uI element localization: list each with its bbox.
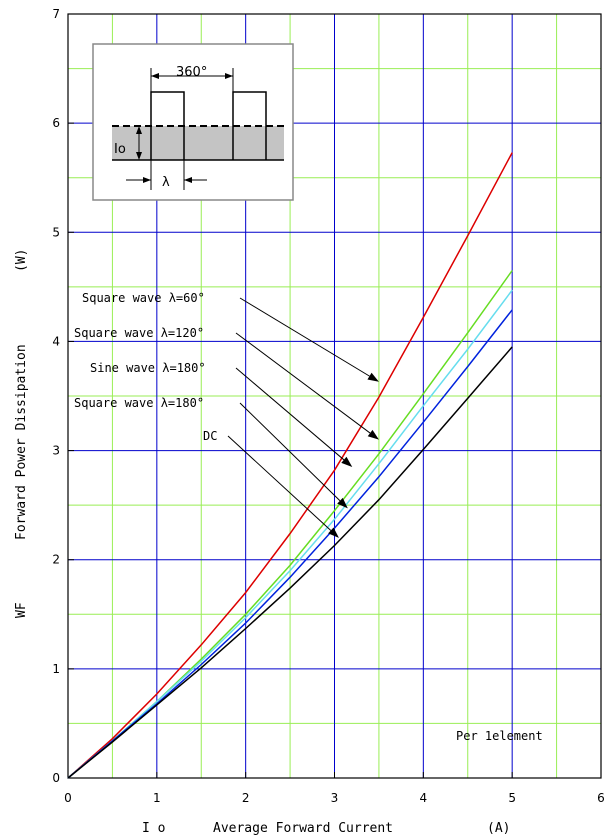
x-tick-label: 6: [597, 791, 605, 805]
y-tick-label: 0: [52, 771, 60, 785]
annotation-arrows: [227, 297, 379, 538]
x-tick-label: 1: [153, 791, 161, 805]
annotation-square-180: Square wave λ=180°: [74, 396, 204, 410]
waveform-inset: 360° Io λ: [92, 43, 294, 201]
annotation-square-120: Square wave λ=120°: [74, 326, 204, 340]
y-axis-unit: (W): [14, 249, 29, 272]
y-tick-label: 4: [52, 334, 60, 348]
annotation-arrowhead: [367, 429, 379, 440]
annotation-arrow-line: [235, 332, 371, 434]
annotation-square-60: Square wave λ=60°: [82, 291, 205, 305]
inset-level-arrowheads: [136, 126, 142, 160]
y-tick-label: 7: [52, 7, 60, 21]
inset-level-label: Io: [114, 142, 126, 157]
x-tick-label: 2: [242, 791, 250, 805]
y-tick-label: 5: [52, 225, 60, 239]
annotation-arrow-line: [239, 297, 370, 377]
series-line-5: [67, 346, 513, 779]
annotation-arrowhead: [337, 497, 348, 509]
inset-pulse-1: [150, 91, 185, 160]
y-tick-label: 6: [52, 116, 60, 130]
annotation-arrowhead: [328, 527, 339, 538]
inset-frame: [92, 43, 294, 201]
x-tick-label: 4: [420, 791, 428, 805]
series-line-1: [67, 152, 513, 779]
annotation-sine-180: Sine wave λ=180°: [90, 361, 206, 375]
y-axis-symbol: WF: [14, 602, 29, 618]
inset-pulse-2: [232, 91, 267, 160]
y-axis-title: Forward Power Dissipation: [14, 344, 29, 540]
x-tick-label: 5: [508, 791, 516, 805]
x-axis-title: Average Forward Current: [213, 821, 393, 836]
series-line-3: [67, 289, 513, 779]
series-line-4: [67, 309, 513, 779]
series-lines: [67, 152, 513, 779]
series-annotations: Square wave λ=60° Square wave λ=120° Sin…: [74, 291, 217, 443]
x-tick-label: 0: [64, 791, 72, 805]
annotation-arrow-line: [227, 435, 332, 531]
y-tick-label: 1: [52, 662, 60, 676]
x-axis-symbol: I o: [142, 821, 165, 836]
annotation-arrow-line: [239, 402, 341, 502]
annotation-dc: DC: [203, 429, 217, 443]
x-axis-unit: (A): [487, 821, 510, 836]
y-tick-label: 2: [52, 553, 60, 567]
inset-period-label: 360°: [176, 65, 207, 80]
annotation-arrowhead: [341, 456, 353, 467]
annotation-arrow-line: [235, 367, 345, 461]
x-tick-label: 3: [331, 791, 339, 805]
y-tick-label: 3: [52, 444, 60, 458]
inset-width-label: λ: [162, 175, 170, 190]
annotation-arrowhead: [367, 372, 379, 382]
axis-ticks: 0 1 2 3 4 5 6 0 1 2 3 4 5 6 7: [52, 7, 604, 805]
per-element-note: Per 1element: [456, 729, 543, 743]
